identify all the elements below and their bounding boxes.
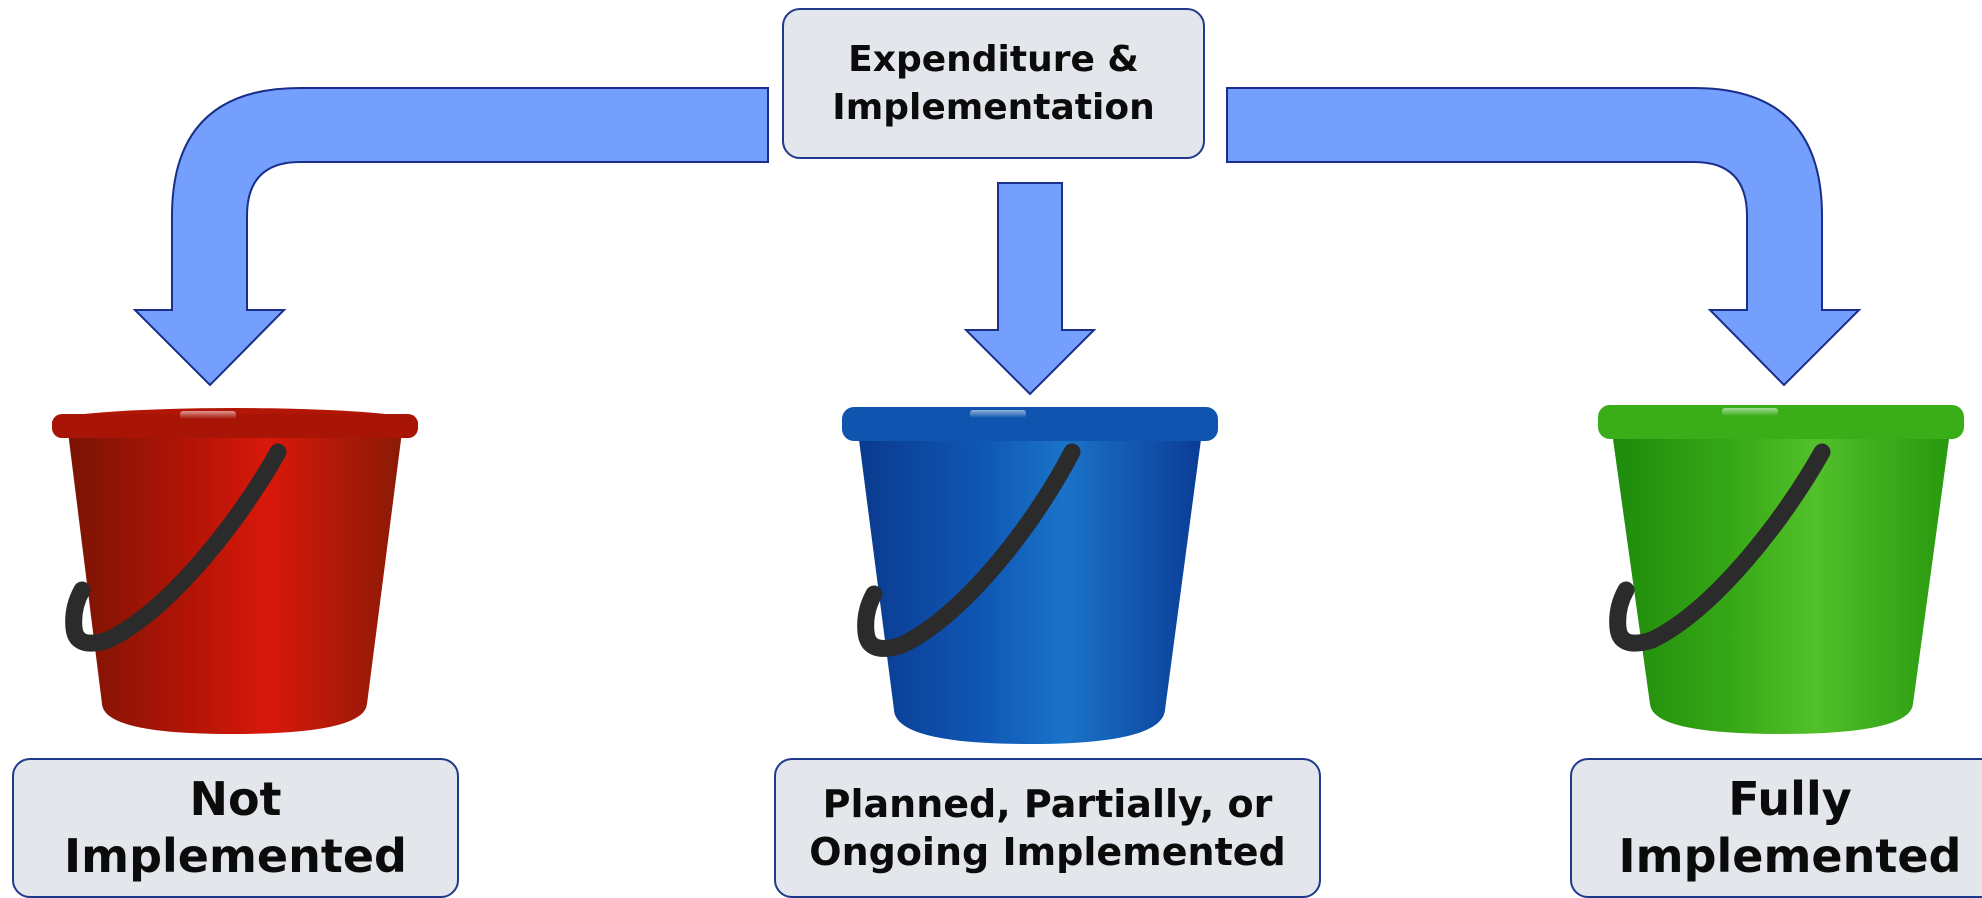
label-fully-implemented: Fully Implemented xyxy=(1570,758,1982,898)
bucket-handle-red xyxy=(65,443,287,652)
diagram-graphics xyxy=(52,87,1964,744)
label-fully-implemented-line2: Implemented xyxy=(1618,829,1962,883)
top-label: Expenditure & Implementation xyxy=(782,8,1205,159)
top-label-line2: Implementation xyxy=(832,86,1155,128)
top-label-line1: Expenditure & xyxy=(848,38,1139,80)
label-partially-implemented-line2: Ongoing Implemented xyxy=(809,830,1286,874)
bucket-rim-band-red xyxy=(52,414,418,438)
bucket-handle-blue xyxy=(857,443,1081,657)
bucket-rim-band-green xyxy=(1598,405,1964,439)
bucket-body-blue xyxy=(858,432,1202,744)
label-fully-implemented-line1: Fully xyxy=(1728,772,1852,826)
bucket-blue xyxy=(842,407,1218,744)
bucket-green xyxy=(1598,405,1964,734)
diagram-canvas: Expenditure & Implementation Not Impleme… xyxy=(12,8,1982,898)
bucket-body-green xyxy=(1612,432,1950,734)
label-partially-implemented-line1: Planned, Partially, or xyxy=(822,782,1273,826)
bucket-rim-shine-green xyxy=(1722,408,1778,416)
arrow-left xyxy=(132,87,769,387)
arrow-middle xyxy=(963,182,1097,396)
bucket-rim-shine-blue xyxy=(970,410,1026,418)
label-partially-implemented: Planned, Partially, or Ongoing Implement… xyxy=(774,758,1321,898)
bucket-body-red xyxy=(68,432,402,734)
bucket-rim-shine-red xyxy=(180,411,236,419)
bucket-red xyxy=(52,408,418,734)
arrow-right xyxy=(1226,87,1862,387)
label-not-implemented: Not Implemented xyxy=(12,758,459,898)
label-not-implemented-line1: Not xyxy=(189,772,282,826)
bucket-rim-band-blue xyxy=(842,407,1218,441)
label-not-implemented-line2: Implemented xyxy=(64,829,407,883)
bucket-handle-green xyxy=(1609,443,1831,652)
